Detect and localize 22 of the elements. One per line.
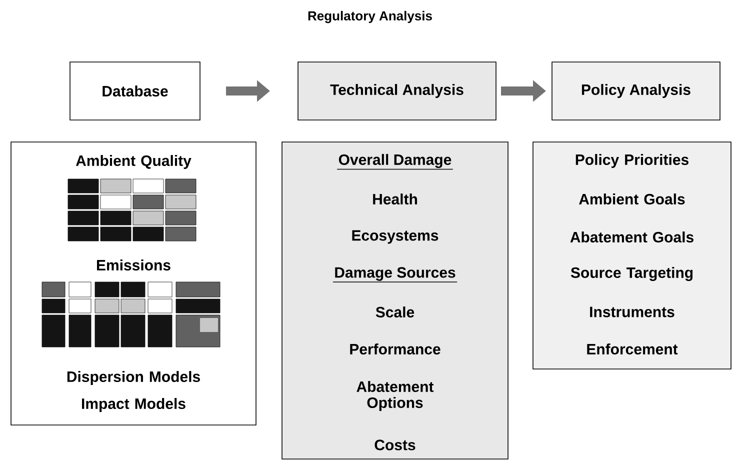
stage-box: Database <box>70 62 200 120</box>
list-item: Enforcement <box>587 343 678 354</box>
list-item: Ambient Quality <box>76 155 192 169</box>
list-item: Abatement Goals <box>570 232 694 242</box>
list-item: Source Targeting <box>570 266 693 282</box>
list-item: Ambient Goals <box>579 194 685 204</box>
list-item: Emissions <box>97 259 170 270</box>
list-item: Dispersion Models <box>67 371 200 385</box>
list-item: Overall Damage <box>338 154 452 168</box>
list-item: Abatement Options <box>356 381 434 411</box>
list-item: Ecosystems <box>352 230 438 244</box>
title: Regulatory Analysis <box>308 10 432 24</box>
list-item: Policy Priorities <box>576 154 688 168</box>
list-item: Performance <box>350 343 440 354</box>
list-item: Instruments <box>590 306 674 318</box>
stage-box: Technical Analysis <box>298 62 496 120</box>
list-item: Scale <box>376 306 414 318</box>
stage-box: Policy Analysis <box>552 62 720 120</box>
list-item: Health <box>373 194 417 204</box>
list-item: Damage Sources <box>335 267 456 281</box>
list-item: Impact Models <box>82 398 186 412</box>
list-item: Costs <box>374 440 416 450</box>
